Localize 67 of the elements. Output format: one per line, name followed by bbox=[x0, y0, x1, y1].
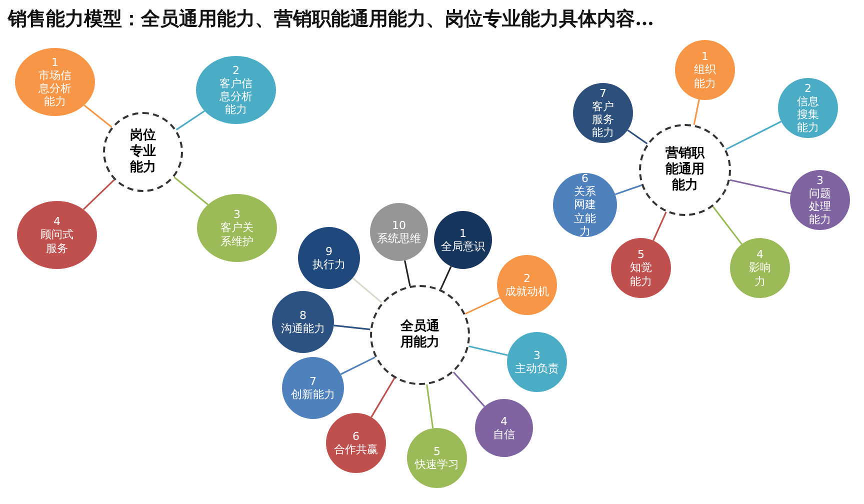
ability-label: 创新能力 bbox=[290, 388, 336, 402]
ability-label: 市场信息分析能力 bbox=[38, 68, 72, 108]
item-number: 5 bbox=[434, 444, 440, 458]
item-number: 10 bbox=[392, 218, 406, 232]
ability-label: 关系网建立能力 bbox=[573, 185, 597, 238]
ability-label: 快速学习 bbox=[414, 458, 460, 472]
ability-label: 成就动机 bbox=[504, 285, 550, 298]
item-number: 5 bbox=[638, 248, 644, 262]
item-number: 3 bbox=[816, 174, 824, 187]
connector-line bbox=[176, 110, 205, 130]
item-number: 9 bbox=[326, 244, 332, 258]
ability-label: 信息搜集能力 bbox=[797, 94, 819, 134]
ability-label: 问题处理能力 bbox=[809, 186, 831, 226]
connector-line bbox=[452, 372, 486, 408]
chart-title: 销售能力模型：全员通用能力、营销职能通用能力、岗位专业能力具体内容… bbox=[8, 7, 654, 32]
item-number: 1 bbox=[460, 226, 466, 240]
connector-line bbox=[426, 384, 434, 428]
connector-line bbox=[334, 324, 370, 330]
item-number: 8 bbox=[300, 308, 306, 322]
item-number: 1 bbox=[702, 50, 708, 64]
connector-line bbox=[440, 266, 452, 290]
ability-label: 全局意识 bbox=[440, 240, 486, 254]
item-number: 6 bbox=[582, 172, 588, 186]
ability-label: 顾问式服务 bbox=[40, 228, 74, 255]
ability-label: 执行力 bbox=[312, 258, 346, 272]
connector-line bbox=[84, 104, 112, 128]
item-number: 7 bbox=[600, 86, 606, 100]
connector-line bbox=[614, 184, 642, 196]
connector-line bbox=[693, 99, 700, 126]
item-number: 1 bbox=[52, 56, 58, 69]
connector-line bbox=[712, 206, 742, 245]
connector-line bbox=[82, 179, 115, 210]
connector-line bbox=[404, 260, 411, 286]
ability-label: 知觉能力 bbox=[630, 261, 652, 288]
connector-line bbox=[726, 120, 782, 150]
item-number: 4 bbox=[500, 414, 508, 428]
hub-label: 全员通用能力 bbox=[400, 318, 440, 352]
ability-label: 沟通能力 bbox=[280, 322, 326, 336]
ability-label: 系统思维 bbox=[376, 232, 422, 246]
connector-line bbox=[340, 356, 376, 375]
item-number: 4 bbox=[54, 215, 60, 228]
connector-line bbox=[468, 345, 508, 356]
item-number: 3 bbox=[534, 348, 540, 362]
hub-label: 营销职能通用能力 bbox=[666, 146, 704, 194]
connector-line bbox=[464, 296, 500, 315]
connector-line bbox=[730, 179, 791, 194]
ability-label: 组织能力 bbox=[694, 63, 716, 90]
item-number: 2 bbox=[804, 82, 812, 95]
connector-line bbox=[370, 378, 396, 418]
connector-line bbox=[627, 129, 648, 144]
ability-label: 主动负责 bbox=[514, 362, 560, 376]
ability-label: 客户服务能力 bbox=[592, 100, 614, 140]
item-number: 7 bbox=[310, 374, 316, 388]
item-number: 2 bbox=[232, 64, 240, 77]
ability-label: 自信 bbox=[492, 428, 516, 442]
connector-line bbox=[352, 277, 382, 304]
hub-label: 岗位专业能力 bbox=[130, 128, 156, 176]
ability-label: 影响力 bbox=[749, 261, 771, 288]
item-number: 6 bbox=[352, 430, 360, 443]
item-number: 4 bbox=[756, 248, 764, 262]
connector-line bbox=[174, 176, 209, 206]
item-number: 2 bbox=[524, 272, 530, 285]
ability-label: 合作共赢 bbox=[333, 443, 379, 456]
ability-label: 客户信息分析能力 bbox=[220, 76, 252, 116]
ability-label: 客户关系维护 bbox=[220, 221, 254, 248]
item-number: 3 bbox=[234, 208, 240, 222]
connector-line bbox=[652, 212, 667, 241]
